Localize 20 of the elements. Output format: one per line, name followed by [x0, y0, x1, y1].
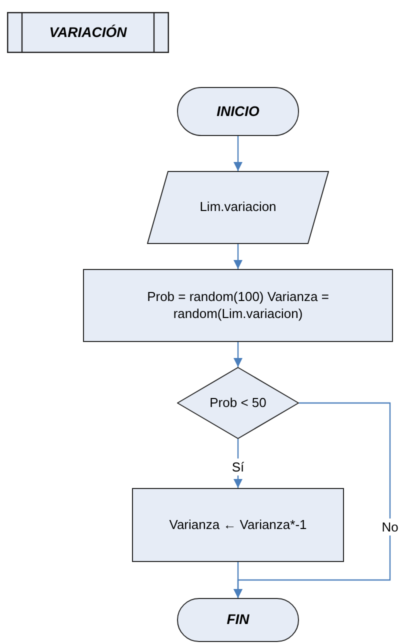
arrow	[234, 562, 242, 598]
node-text: INICIO	[216, 102, 260, 120]
node-text: Lim.variacion	[200, 199, 276, 216]
process-box	[83, 269, 393, 342]
node-text: VARIACIÓN	[49, 24, 127, 42]
node-text: Prob < 50	[210, 394, 266, 412]
subprocess-box	[7, 12, 169, 53]
terminator-shape	[177, 598, 299, 642]
decision-diamond	[177, 367, 299, 439]
arrow	[234, 244, 242, 269]
arrow	[234, 136, 242, 171]
edge-label: No	[380, 518, 400, 535]
input-parallelogram	[147, 171, 329, 244]
node-text: FIN	[226, 611, 250, 629]
node-text: Varianza ← Varianza*-1	[168, 516, 308, 534]
edge-label: Sí	[230, 458, 246, 475]
arrow	[234, 342, 242, 367]
terminator-shape	[177, 87, 299, 136]
node-text: Prob = random(100) Varianza = random(Lim.variacion)	[146, 289, 330, 322]
process-box	[132, 488, 344, 562]
